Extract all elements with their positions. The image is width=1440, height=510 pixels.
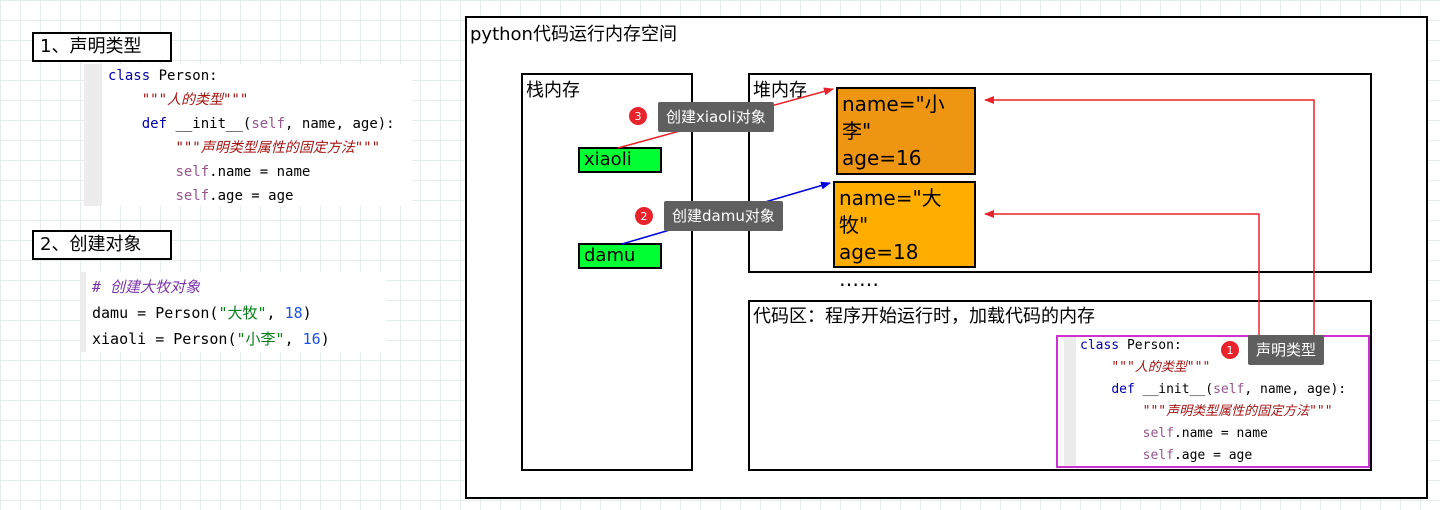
stack-var-xiaoli: xiaoli	[578, 147, 662, 173]
arrow-class-to-xiaoli-object	[984, 96, 1315, 335]
callout-declare-type: 声明类型	[1248, 335, 1325, 365]
callout-badge-1: 1	[1220, 340, 1240, 360]
heap-memory-title: 堆内存	[753, 80, 807, 101]
callout-create-xiaoli: 创建xiaoli对象	[658, 102, 774, 132]
arrow-class-to-damu-object	[984, 210, 1260, 335]
stack-memory-frame	[521, 73, 693, 471]
ca-line-class: class Person:	[1080, 338, 1182, 353]
code-line-def: def __init__(self, name, age):	[141, 116, 395, 132]
create-code-gutter	[80, 272, 86, 352]
heap-xiaoli-age: age=16	[842, 146, 922, 170]
heap-damu-name: name="大牧"	[839, 186, 942, 237]
code-area-gutter	[1064, 337, 1076, 466]
code-line-self-age: self.age = age	[175, 188, 294, 204]
code-area-title: 代码区：程序开始运行时，加载代码的内存	[753, 306, 1095, 327]
ca-line-doc2: """声明类型属性的固定方法"""	[1142, 404, 1333, 419]
heap-object-damu: name="大牧" age=18 ……	[833, 181, 976, 291]
stack-memory-title: 栈内存	[526, 80, 580, 101]
code-line-self-name: self.name = name	[175, 164, 311, 180]
class-code-block: class Person: """人的类型""" def __init__(se…	[102, 64, 412, 206]
ca-line-def: def __init__(self, name, age):	[1111, 382, 1347, 397]
callout-badge-3: 3	[628, 106, 648, 126]
stack-var-damu: damu	[578, 243, 662, 269]
code-area-frame	[748, 300, 1372, 471]
step-declare-label: 1、声明类型	[32, 32, 172, 62]
code-line-xiaoli: xiaoli = Person("小李", 16)	[92, 330, 330, 348]
callout-badge-2: 2	[634, 206, 654, 226]
code-area-class-code: class Person: """人的类型""" def __init__(se…	[1080, 335, 1368, 467]
heap-xiaoli-name: name="小李"	[842, 92, 945, 143]
callout-create-damu: 创建damu对象	[664, 201, 783, 231]
heap-memory-frame	[748, 73, 1372, 273]
code-line-doc: """人的类型"""	[141, 92, 249, 108]
ca-line-self-name: self.name = name	[1142, 426, 1268, 441]
create-code-block: # 创建大牧对象 damu = Person("大牧", 18) xiaoli …	[86, 272, 386, 352]
code-area-class-box	[1056, 335, 1370, 468]
memory-space-title: python代码运行内存空间	[470, 24, 677, 45]
heap-damu-more: ……	[839, 267, 879, 291]
code-line-class: class Person:	[108, 68, 218, 84]
heap-damu-age: age=18	[839, 240, 919, 264]
ca-line-doc: """人的类型"""	[1111, 360, 1211, 375]
code-line-comment: # 创建大牧对象	[92, 278, 201, 296]
code-line-doc2: """声明类型属性的固定方法"""	[175, 140, 381, 156]
code-line-damu: damu = Person("大牧", 18)	[92, 304, 312, 322]
heap-object-xiaoli: name="小李" age=16 ……	[836, 87, 976, 197]
step-create-label: 2、创建对象	[32, 230, 172, 260]
ca-line-self-age: self.age = age	[1142, 448, 1253, 463]
class-code-gutter	[84, 64, 102, 206]
